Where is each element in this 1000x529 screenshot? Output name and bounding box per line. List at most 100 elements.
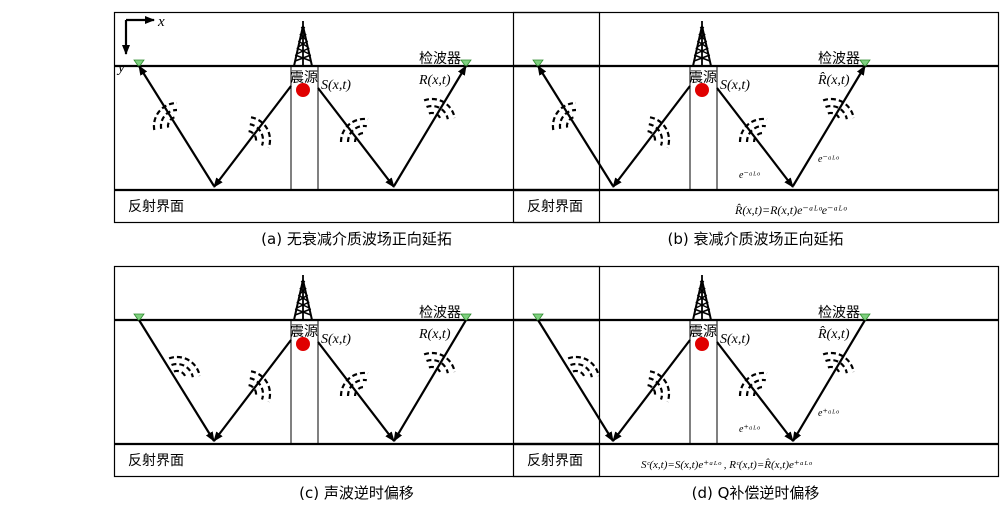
panel-border bbox=[512, 265, 1000, 478]
wavefront-arc bbox=[423, 97, 456, 119]
receiver-left-icon bbox=[532, 59, 544, 68]
wavefront-arc bbox=[558, 108, 577, 129]
receiver-right-icon bbox=[859, 313, 871, 322]
wavefront-right-inner bbox=[339, 371, 369, 397]
wavefront-arc bbox=[827, 111, 841, 121]
attenuation-factor-right: e⁻ᵃᴸᵒ bbox=[818, 154, 840, 165]
source-symbol: S(x,t) bbox=[720, 78, 750, 93]
source-symbol: S(x,t) bbox=[321, 78, 351, 93]
panel-formula: Sᶜ(x,t)=S(x,t)e⁺ᵃᴸᵒ , Rᶜ(x,t)=R̂(x,t)e⁺ᵃ… bbox=[641, 458, 812, 471]
receiver-left-icon bbox=[532, 313, 544, 322]
wavefront-arc bbox=[353, 131, 366, 143]
wavefront-arc bbox=[423, 351, 456, 373]
drill-tower-icon bbox=[691, 21, 713, 67]
source-dot bbox=[695, 83, 709, 97]
interface-label: 反射界面 bbox=[527, 453, 583, 469]
receiver-label: 检波器 bbox=[818, 305, 860, 321]
wavefront-arc bbox=[745, 378, 766, 397]
panel-formula: R̂(x,t)=R(x,t)e⁻ᵃᴸᵒe⁻ᵃᴸᵒ bbox=[734, 203, 847, 217]
panel-b: 震源检波器反射界面S(x,t)R̂(x,t)e⁻ᵃᴸᵒe⁻ᵃᴸᵒR̂(x,t)=… bbox=[512, 11, 1000, 248]
wavefront-arc bbox=[551, 101, 577, 131]
wavefront-arc bbox=[428, 111, 442, 121]
wavefront-arc bbox=[822, 97, 855, 119]
receiver-left-icon bbox=[133, 59, 145, 68]
source-label: 震源 bbox=[290, 324, 318, 340]
wavefront-left-inner bbox=[647, 370, 671, 403]
drill-tower-icon bbox=[292, 275, 314, 321]
wavefront-arc bbox=[647, 384, 657, 398]
panel-caption: (d) Q补偿逆时偏移 bbox=[692, 484, 820, 502]
wavefront-left-outer bbox=[567, 355, 600, 379]
x-axis-label: x bbox=[157, 14, 165, 30]
attenuation-factor-left: e⁺ᵃᴸᵒ bbox=[739, 424, 761, 435]
wavefront-arc bbox=[825, 104, 848, 120]
wavefront-arc bbox=[825, 358, 848, 374]
wavefront-right-outer bbox=[822, 351, 855, 375]
receiver-symbol: R(x,t) bbox=[418, 73, 451, 88]
source-dot bbox=[695, 337, 709, 351]
wavefront-arc bbox=[648, 377, 664, 400]
ray-right-down bbox=[393, 319, 467, 442]
ray-right-down bbox=[792, 319, 866, 442]
wavefront-arc bbox=[249, 123, 265, 146]
panel-border bbox=[113, 11, 601, 224]
wavefront-right-inner bbox=[339, 117, 369, 143]
attenuation-factor-right: e⁺ᵃᴸᵒ bbox=[818, 408, 840, 419]
attenuation-factor-left: e⁻ᵃᴸᵒ bbox=[739, 170, 761, 181]
panel-caption: (b) 衰减介质波场正向延拓 bbox=[668, 230, 844, 248]
receiver-right-icon bbox=[460, 313, 472, 322]
drill-tower-icon bbox=[292, 21, 314, 67]
wavefront-right-inner bbox=[738, 371, 768, 397]
source-dot bbox=[296, 337, 310, 351]
wavefront-left-outer bbox=[152, 101, 178, 131]
receiver-label: 检波器 bbox=[419, 305, 461, 321]
wavefront-arc bbox=[649, 116, 671, 149]
wavefront-left-inner bbox=[647, 116, 671, 149]
receiver-symbol: R̂(x,t) bbox=[817, 326, 850, 342]
panel-caption: (c) 声波逆时偏移 bbox=[299, 484, 414, 502]
wavefront-arc bbox=[567, 355, 600, 377]
receiver-label: 检波器 bbox=[419, 51, 461, 67]
wavefront-arc bbox=[168, 355, 201, 377]
receiver-label: 检波器 bbox=[818, 51, 860, 67]
panel-caption: (a) 无衰减介质波场正向延拓 bbox=[261, 230, 452, 248]
wavefront-arc bbox=[565, 115, 577, 128]
wavefront-arc bbox=[647, 130, 657, 144]
wavefront-arc bbox=[648, 123, 664, 146]
source-label: 震源 bbox=[290, 70, 318, 86]
ray-left-down bbox=[537, 319, 614, 442]
wavefront-arc bbox=[339, 117, 369, 143]
ray-right-up bbox=[393, 65, 467, 187]
wavefront-arc bbox=[822, 351, 855, 373]
wavefront-right-outer bbox=[423, 97, 456, 121]
wavefront-left-outer bbox=[551, 101, 577, 131]
source-symbol: S(x,t) bbox=[321, 332, 351, 347]
wavefront-arc bbox=[827, 365, 841, 375]
wavefront-arc bbox=[248, 384, 258, 398]
source-symbol: S(x,t) bbox=[720, 332, 750, 347]
interface-label: 反射界面 bbox=[128, 453, 184, 469]
receiver-symbol: R(x,t) bbox=[418, 327, 451, 342]
wavefront-arc bbox=[173, 369, 187, 379]
wavefront-right-outer bbox=[423, 351, 456, 375]
wavefront-arc bbox=[152, 101, 178, 131]
wavefront-left-inner bbox=[248, 370, 272, 403]
receiver-symbol: R̂(x,t) bbox=[817, 72, 850, 88]
wavefront-arc bbox=[426, 104, 449, 120]
wavefront-arc bbox=[426, 358, 449, 374]
wavefront-arc bbox=[250, 370, 272, 403]
source-label: 震源 bbox=[689, 324, 717, 340]
panel-border bbox=[512, 11, 1000, 224]
wavefront-arc bbox=[346, 378, 367, 397]
wavefront-left-outer bbox=[168, 355, 201, 379]
wavefront-arc bbox=[346, 124, 367, 143]
ray-left-down bbox=[612, 85, 691, 188]
ray-right-up bbox=[792, 65, 866, 187]
y-axis-label: y bbox=[116, 60, 125, 76]
wavefront-arc bbox=[649, 370, 671, 403]
wavefront-arc bbox=[752, 131, 765, 143]
wavefront-arc bbox=[738, 371, 768, 397]
ray-center-left-down bbox=[213, 339, 292, 442]
